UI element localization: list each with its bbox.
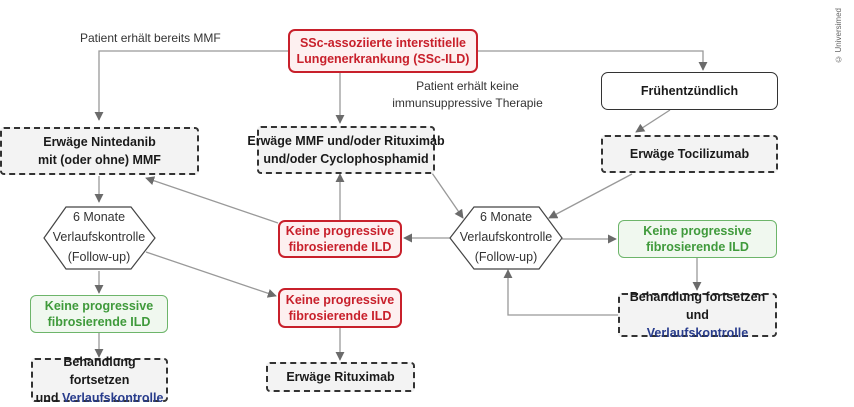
tocilizumab-text: Erwäge Tocilizumab	[629, 147, 750, 161]
node-continue-treatment-right: Behandlung fortsetzen und Verlaufskontro…	[618, 290, 777, 340]
followup-right-line2: Verlaufskontrolle	[459, 230, 553, 244]
copyright-notice: © Universimed	[834, 8, 843, 64]
continue-left-line1: Behandlung fortsetzen	[63, 355, 136, 387]
followup-hexagon-right	[449, 206, 563, 270]
arrow-continue-to-followup	[503, 269, 618, 316]
continue-left-followup: Verlaufskontrolle	[61, 391, 164, 405]
mmf-line2: und/oder Cyclophosphamid	[263, 152, 429, 166]
green-right-line2: fibrosierende ILD	[646, 240, 749, 254]
red-middle-line2: fibrosierende ILD	[288, 240, 392, 254]
arrow-followup-to-red-lower	[145, 251, 277, 298]
green-left-line1: Keine progressive	[44, 299, 154, 313]
early-inflammatory-text: Frühentzündlich	[640, 84, 739, 98]
followup-left-line1: 6 Monate	[72, 210, 126, 224]
followup-right-line3: (Follow-up)	[474, 250, 538, 264]
continue-left-and: und	[35, 391, 62, 405]
node-no-progressive-green-right: Keine progressive fibrosierende ILD	[618, 220, 777, 258]
followup-right-text: 6 Monate Verlaufskontrolle (Follow-up)	[446, 207, 566, 267]
label-no-immuno-line1: Patient erhält keine	[416, 79, 519, 93]
label-already-mmf: Patient erhält bereits MMF	[80, 31, 221, 45]
rituximab-text: Erwäge Rituximab	[286, 370, 395, 384]
node-rituximab: Erwäge Rituximab	[266, 362, 415, 392]
root-line1: SSc-assoziierte interstitielle	[299, 36, 467, 50]
continue-right-line1: Behandlung fortsetzen und	[629, 290, 766, 322]
continue-right-followup: Verlaufskontrolle	[646, 326, 749, 340]
node-no-progressive-red-middle: Keine progressive fibrosierende ILD	[278, 220, 402, 258]
followup-hexagon-left	[43, 206, 156, 270]
node-nintedanib: Erwäge Nintedanib mit (oder ohne) MMF	[0, 127, 199, 175]
followup-left-line3: (Follow-up)	[67, 250, 131, 264]
arrow-red-to-nintedanib	[145, 176, 279, 224]
nintedanib-line2: mit (oder ohne) MMF	[38, 153, 161, 167]
continue-left-line2: und Verlaufskontrolle	[36, 389, 164, 407]
node-no-progressive-red-lower: Keine progressive fibrosierende ILD	[278, 288, 402, 328]
green-left-line2: fibrosierende ILD	[47, 315, 151, 329]
node-early-inflammatory: Frühentzündlich	[601, 72, 778, 110]
node-continue-treatment-left: Behandlung fortsetzen und Verlaufskontro…	[31, 355, 168, 405]
node-mmf-rituximab-cyclophosphamid: Erwäge MMF und/oder Rituximab und/oder C…	[247, 126, 445, 174]
followup-left-text: 6 Monate Verlaufskontrolle (Follow-up)	[39, 207, 159, 267]
mmf-line1: Erwäge MMF und/oder Rituximab	[247, 134, 445, 148]
red-lower-line1: Keine progressive	[285, 293, 395, 307]
root-node-ssc-ild: SSc-assoziierte interstitielle Lungenerk…	[288, 29, 478, 73]
arrow-root-to-nintedanib	[94, 50, 288, 121]
root-line2: Lungenerkrankung (SSc-ILD)	[296, 52, 470, 66]
arrow-tocilizumab-to-followup	[548, 173, 633, 219]
green-right-line1: Keine progressive	[643, 224, 752, 238]
node-tocilizumab: Erwäge Tocilizumab	[601, 135, 778, 173]
arrow-root-to-early	[478, 50, 708, 71]
followup-right-line1: 6 Monate	[479, 210, 533, 224]
arrow-mmf-to-followup	[431, 172, 464, 219]
label-no-immunosuppression: Patient erhält keine immunsuppressive Th…	[380, 78, 555, 112]
red-middle-line1: Keine progressive	[285, 224, 395, 238]
node-no-progressive-green-left: Keine progressive fibrosierende ILD	[30, 295, 168, 333]
followup-left-line2: Verlaufskontrolle	[52, 230, 146, 244]
nintedanib-line1: Erwäge Nintedanib	[43, 135, 156, 149]
label-no-immuno-line2: immunsuppressive Therapie	[392, 96, 543, 110]
arrow-early-to-tocilizumab	[635, 109, 671, 133]
red-lower-line2: fibrosierende ILD	[288, 309, 392, 323]
